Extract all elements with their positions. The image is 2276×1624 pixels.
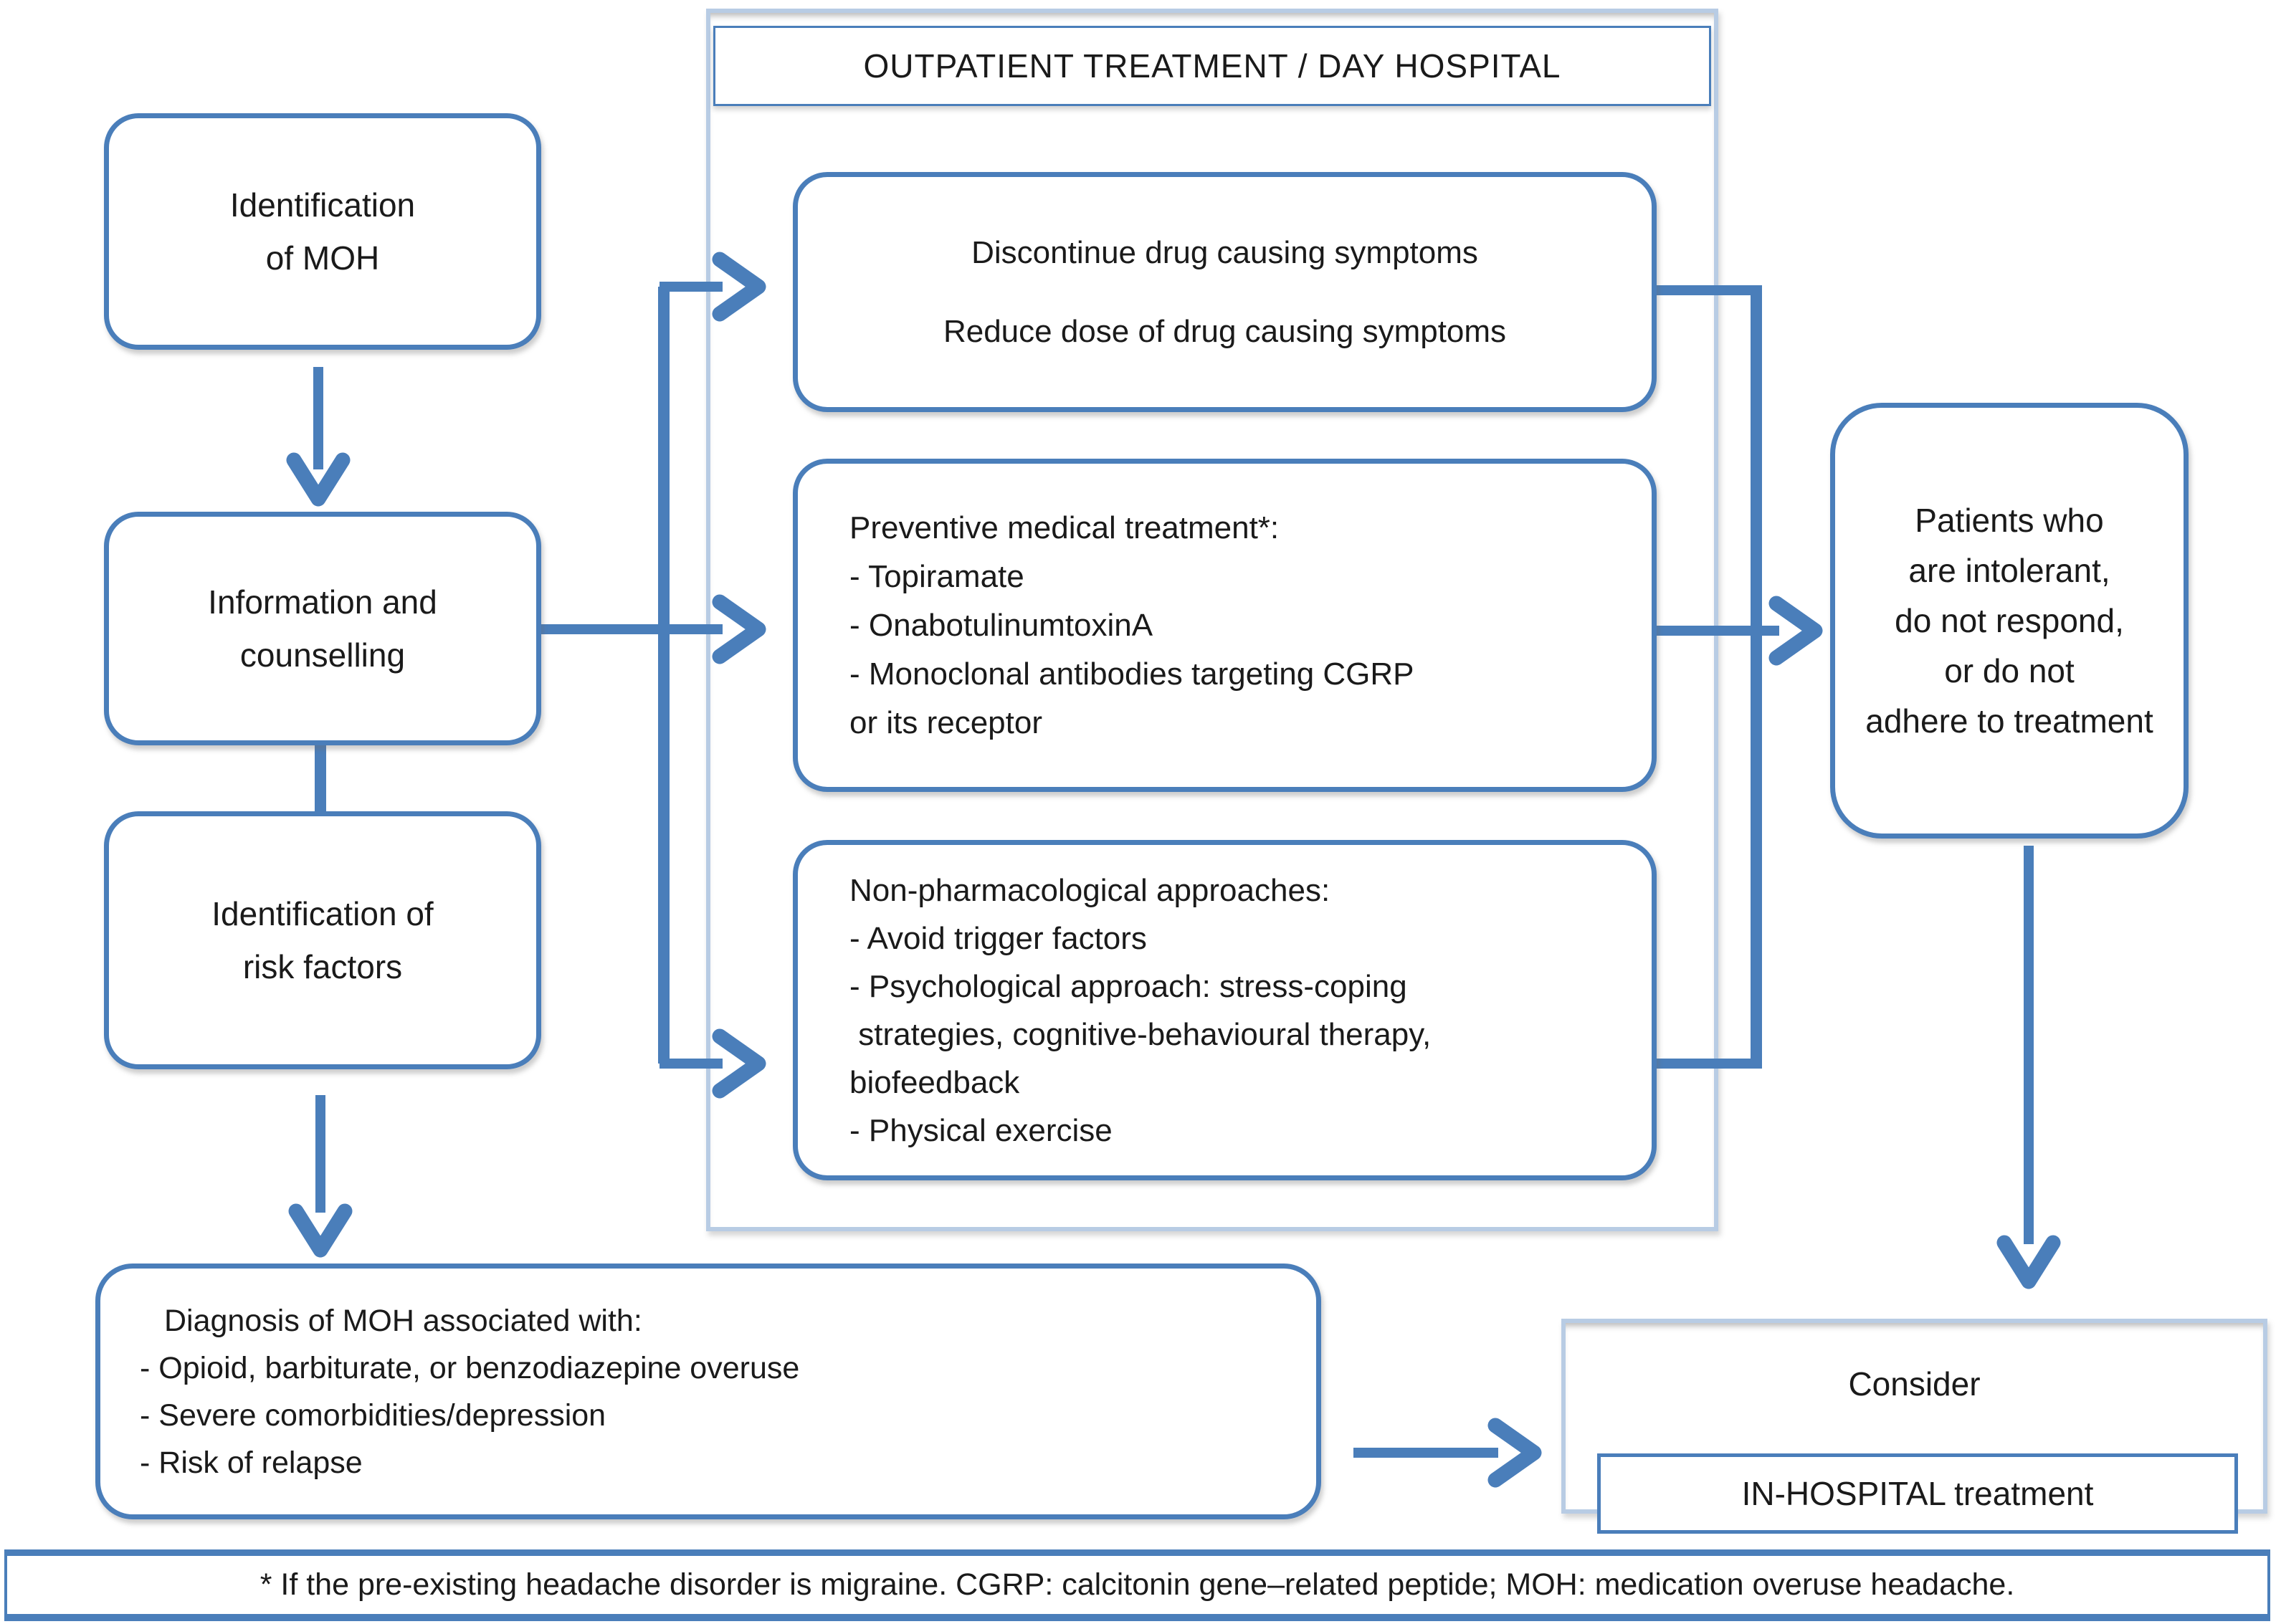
- text-line: - Risk of relapse: [140, 1445, 363, 1480]
- node-identification-of-risk-factors: Identification of risk factors: [104, 811, 541, 1069]
- arrow-diagnosis-to-consider-head: [1487, 1418, 1542, 1488]
- text-line: - Topiramate: [849, 558, 1024, 594]
- text-line: Discontinue drug causing symptoms: [971, 234, 1478, 270]
- node-diagnosis-of-moh: Diagnosis of MOH associated with: - Opio…: [95, 1264, 1321, 1519]
- text-line: - Avoid trigger factors: [849, 920, 1147, 956]
- node-identification-of-moh: Identification of MOH: [104, 113, 541, 350]
- node-discontinue-or-reduce-drug: Discontinue drug causing symptoms Reduce…: [793, 172, 1657, 412]
- text-line: Non-pharmacological approaches:: [849, 872, 1330, 908]
- text-line: - Monoclonal antibodies targeting CGRP: [849, 656, 1414, 692]
- arrow-bracket-to-patients-head: [1768, 596, 1823, 666]
- text-line: are intolerant,: [1908, 552, 2110, 589]
- text-line: biofeedback: [849, 1064, 1020, 1100]
- text-line: or its receptor: [849, 704, 1042, 740]
- arrow-riskfactors-to-diagnosis-head: [288, 1203, 353, 1258]
- text-line: Reduce dose of drug causing symptoms: [943, 313, 1507, 349]
- text-line: or do not: [1944, 652, 2075, 689]
- text-line: Identification: [229, 186, 416, 224]
- footnote-bar: * If the pre-existing headache disorder …: [4, 1549, 2270, 1621]
- text-line: - Severe comorbidities/depression: [140, 1398, 606, 1433]
- text-line: risk factors: [242, 948, 403, 985]
- text-line: Preventive medical treatment*:: [849, 510, 1280, 545]
- text-line: - Opioid, barbiturate, or benzodiazepine…: [140, 1350, 800, 1385]
- arrow-moh-to-information-head: [286, 452, 351, 507]
- text-line: of MOH: [265, 239, 380, 277]
- node-information-and-counselling: Information and counselling: [104, 512, 541, 745]
- node-patients-intolerant-nonresponding: Patients who are intolerant, do not resp…: [1830, 403, 2189, 839]
- footnote-text: * If the pre-existing headache disorder …: [259, 1567, 2015, 1602]
- text-line: Diagnosis of MOH associated with:: [164, 1303, 642, 1338]
- in-hospital-label: IN-HOSPITAL treatment: [1741, 1475, 2094, 1512]
- text-line: - Psychological approach: stress-coping: [849, 968, 1407, 1004]
- text-line: Information and: [208, 583, 437, 621]
- text-line: Patients who: [1915, 502, 2104, 539]
- text-line: - OnabotulinumtoxinA: [849, 607, 1153, 643]
- node-non-pharmacological-approaches: Non-pharmacological approaches: - Avoid …: [793, 840, 1657, 1180]
- outpatient-title-box: OUTPATIENT TREATMENT / DAY HOSPITAL: [713, 26, 1711, 106]
- node-preventive-medical-treatment: Preventive medical treatment*: - Topiram…: [793, 459, 1657, 792]
- arrow-patients-to-consider-head: [1996, 1235, 2061, 1289]
- text-line: adhere to treatment: [1865, 702, 2153, 740]
- text-line: do not respond,: [1895, 602, 2124, 639]
- node-in-hospital-treatment: IN-HOSPITAL treatment: [1597, 1453, 2238, 1534]
- text-line: - Physical exercise: [849, 1112, 1113, 1148]
- text-line: Identification of: [211, 895, 434, 932]
- text-line: counselling: [239, 636, 406, 674]
- outpatient-title: OUTPATIENT TREATMENT / DAY HOSPITAL: [863, 47, 1561, 85]
- text-line: strategies, cognitive-behavioural therap…: [849, 1016, 1432, 1052]
- consider-label: Consider: [1848, 1365, 1981, 1403]
